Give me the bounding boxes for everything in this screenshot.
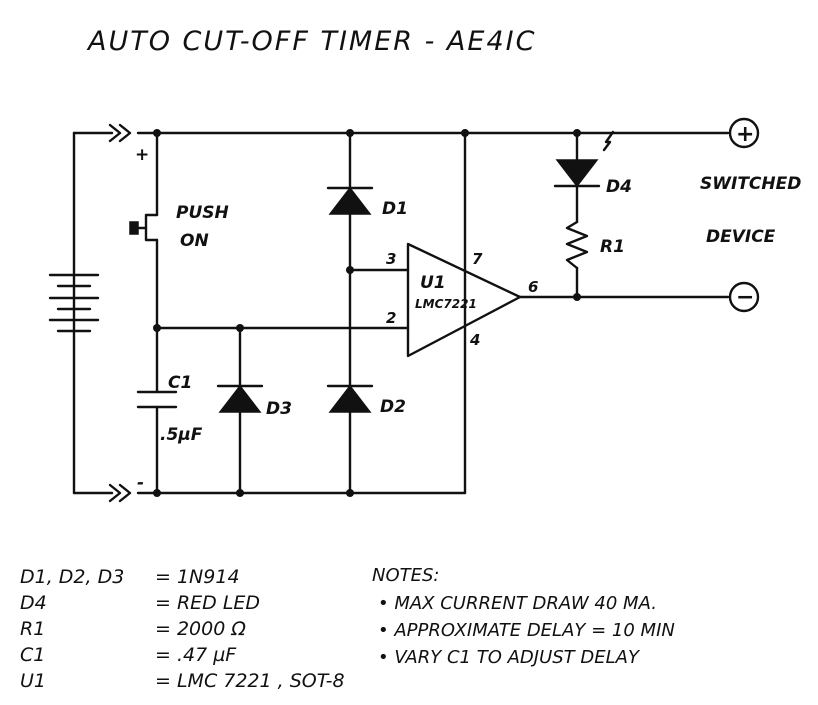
terminal-minus-sign: − xyxy=(736,285,754,310)
bom-ref-u1: U1 xyxy=(20,670,46,692)
bom-value-c1: = .47 µF xyxy=(155,644,237,666)
battery-symbol xyxy=(48,273,100,333)
input-connector-minus xyxy=(108,483,132,503)
bom-ref-r1: R1 xyxy=(20,618,45,640)
minus-label: - xyxy=(137,473,144,493)
led-d4 xyxy=(553,130,615,188)
note-item: • APPROXIMATE DELAY = 10 MIN xyxy=(378,620,675,641)
on-label: ON xyxy=(180,231,209,251)
c1-value: .5µF xyxy=(160,425,203,445)
d2-label: D2 xyxy=(380,397,406,417)
c1-label: C1 xyxy=(168,373,192,393)
note-item: • MAX CURRENT DRAW 40 MA. xyxy=(378,593,657,614)
bom-value-d123: = 1N914 xyxy=(155,566,240,588)
input-connector-plus xyxy=(108,123,132,143)
pin-6-label: 6 xyxy=(528,278,538,296)
schematic-title: AUTO CUT-OFF TIMER - AE4IC xyxy=(86,26,536,57)
notes-block: NOTES: • MAX CURRENT DRAW 40 MA. • APPRO… xyxy=(372,565,675,668)
plus-label: + xyxy=(135,145,149,165)
bom-list: D1, D2, D3 = 1N914 D4 = RED LED R1 = 200… xyxy=(20,566,345,692)
device-label: DEVICE xyxy=(706,227,776,247)
bom-value-u1: = LMC 7221 , SOT-8 xyxy=(155,670,345,692)
bom-ref-c1: C1 xyxy=(20,644,45,666)
pin-2-label: 2 xyxy=(386,309,396,327)
terminal-minus xyxy=(728,281,760,313)
bom-ref-d4: D4 xyxy=(20,592,47,614)
note-item: • VARY C1 TO ADJUST DELAY xyxy=(378,647,641,668)
junction-dots xyxy=(153,129,581,497)
u1-label: U1 xyxy=(420,273,446,293)
pin-3-label: 3 xyxy=(386,250,396,268)
bom-value-d4: = RED LED xyxy=(155,592,260,614)
switched-label: SWITCHED xyxy=(700,174,801,194)
bom-ref-d123: D1, D2, D3 xyxy=(20,566,124,588)
pin-4-label: 4 xyxy=(469,331,480,349)
d3-label: D3 xyxy=(266,399,292,419)
diode-d1 xyxy=(326,186,374,215)
u1-part-label: LMC7221 xyxy=(415,297,477,311)
d4-label: D4 xyxy=(606,177,632,197)
diode-d2 xyxy=(326,384,374,413)
d1-label: D1 xyxy=(382,199,408,219)
r1-label: R1 xyxy=(600,237,625,257)
bom-value-r1: = 2000 Ω xyxy=(155,618,246,640)
pin-7-label: 7 xyxy=(472,250,483,268)
wires xyxy=(72,131,730,495)
notes-heading: NOTES: xyxy=(372,565,440,586)
terminal-plus xyxy=(728,117,760,149)
terminal-plus-sign: + xyxy=(736,122,754,147)
push-on-switch xyxy=(129,213,159,242)
opamp-u1 xyxy=(406,242,522,358)
diode-d3 xyxy=(216,384,264,413)
resistor-r1 xyxy=(565,220,589,270)
push-label: PUSH xyxy=(176,203,229,223)
capacitor-c1 xyxy=(136,390,178,409)
